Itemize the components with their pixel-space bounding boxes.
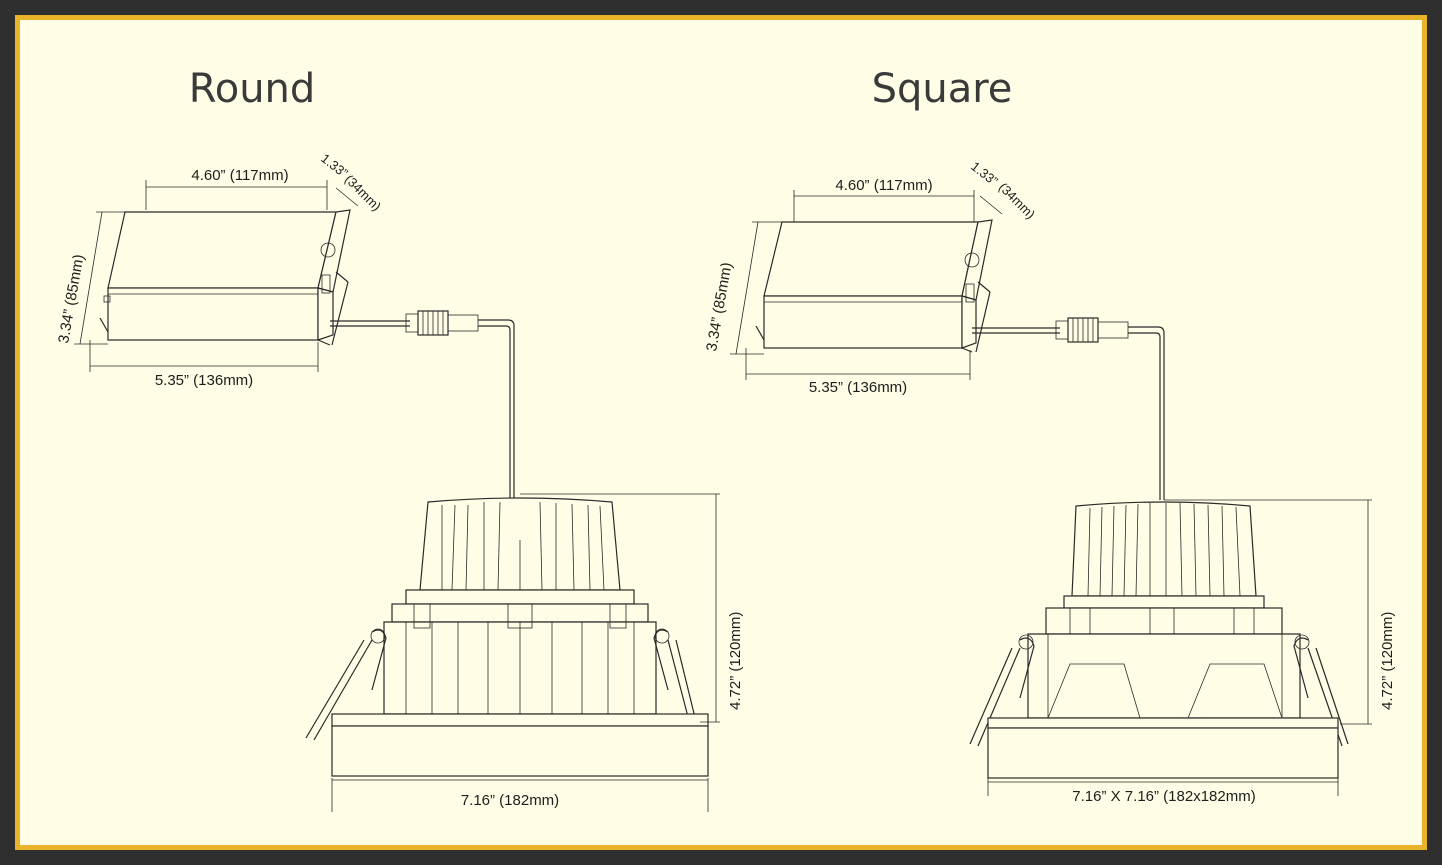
square-section: Square [703,66,1396,805]
square-driver-depth-mm-label: (34mm) [996,180,1038,222]
round-driver-length-label: 5.35” (136mm) [155,372,253,389]
square-driver-width-label: 4.60” (117mm) [835,177,932,194]
square-driver-height-label: 3.34” (85mm) [703,261,735,353]
round-driver-depth-mm-label: (34mm) [342,172,384,214]
square-fixture-height-label: 4.72” (120mm) [1379,612,1396,710]
round-driver-cable [330,310,515,498]
square-fixture-dimensions: 4.72” (120mm) 7.16” X 7.16” (182x182mm) [987,499,1396,805]
square-driver-length-label: 5.35” (136mm) [809,379,907,396]
round-title: Round [189,66,316,112]
square-fixture-width-label: 7.16” X 7.16” (182x182mm) [1072,788,1255,805]
round-driver-box [99,209,351,346]
round-driver-height-label: 3.34” (85mm) [55,253,87,345]
square-driver-box [755,219,993,353]
round-driver-width-label: 4.60” (117mm) [191,167,288,184]
round-fixture-dimensions: 4.72” (120mm) 7.16” (182mm) [331,493,744,812]
round-fixture-width-label: 7.16” (182mm) [461,792,559,809]
square-fixture [969,501,1349,779]
square-driver-depth-in-label: 1.33” [968,159,1001,189]
round-fixture [305,497,709,777]
round-driver-depth-in-label: 1.33” [318,151,351,181]
round-fixture-height-label: 4.72” (120mm) [727,612,744,710]
round-section: Round [55,66,744,812]
square-driver-cable [972,317,1165,500]
square-title: Square [872,66,1013,112]
